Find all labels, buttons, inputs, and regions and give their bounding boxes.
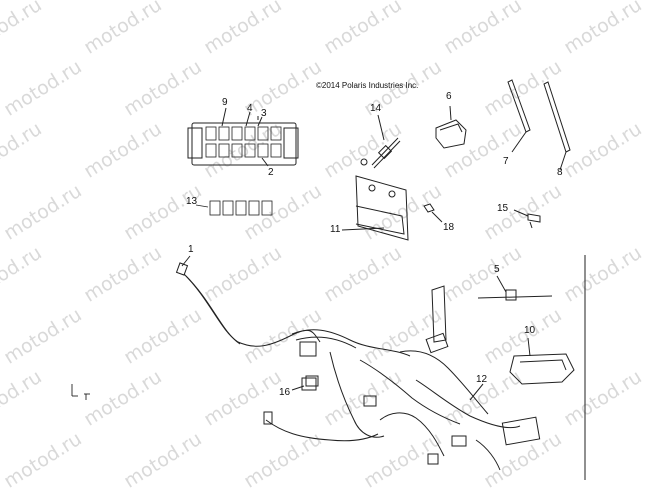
callout-12: 12 [476, 374, 488, 385]
screw-part [513, 209, 541, 229]
callout-14: 14 [370, 103, 382, 114]
bracket-16-part [291, 377, 317, 391]
callout-1: 1 [188, 244, 194, 255]
callout-10: 10 [524, 325, 536, 336]
bracket-plate-part [341, 175, 409, 241]
callout-16: 16 [279, 387, 291, 398]
callout-13: 13 [186, 196, 198, 207]
callout-4: 4 [247, 103, 253, 114]
callout-11: 11 [330, 224, 341, 235]
fuses-part [195, 200, 273, 216]
lead-part [477, 275, 553, 301]
callout-5: 5 [494, 264, 500, 275]
tray-part [509, 337, 575, 385]
main-harness-part [263, 285, 541, 471]
callout-6: 6 [446, 91, 452, 102]
callout-9: 9 [222, 97, 228, 108]
callout-2: 2 [268, 167, 274, 178]
leader-1 [181, 255, 191, 267]
rod-parts [507, 79, 571, 171]
callout-15: 15 [497, 203, 509, 214]
connector-part [435, 105, 467, 149]
clip-part [423, 203, 443, 223]
callout-8: 8 [557, 167, 563, 178]
copyright-text: ©2014 Polaris Industries Inc. [316, 81, 419, 90]
callout-18: 18 [443, 222, 455, 233]
small-symbol [71, 384, 90, 400]
cable-tie-part [360, 114, 401, 169]
callout-3: 3 [261, 108, 267, 119]
harness-lead-part [175, 262, 321, 347]
fuse-box-part [187, 107, 299, 167]
callout-7: 7 [503, 156, 509, 167]
